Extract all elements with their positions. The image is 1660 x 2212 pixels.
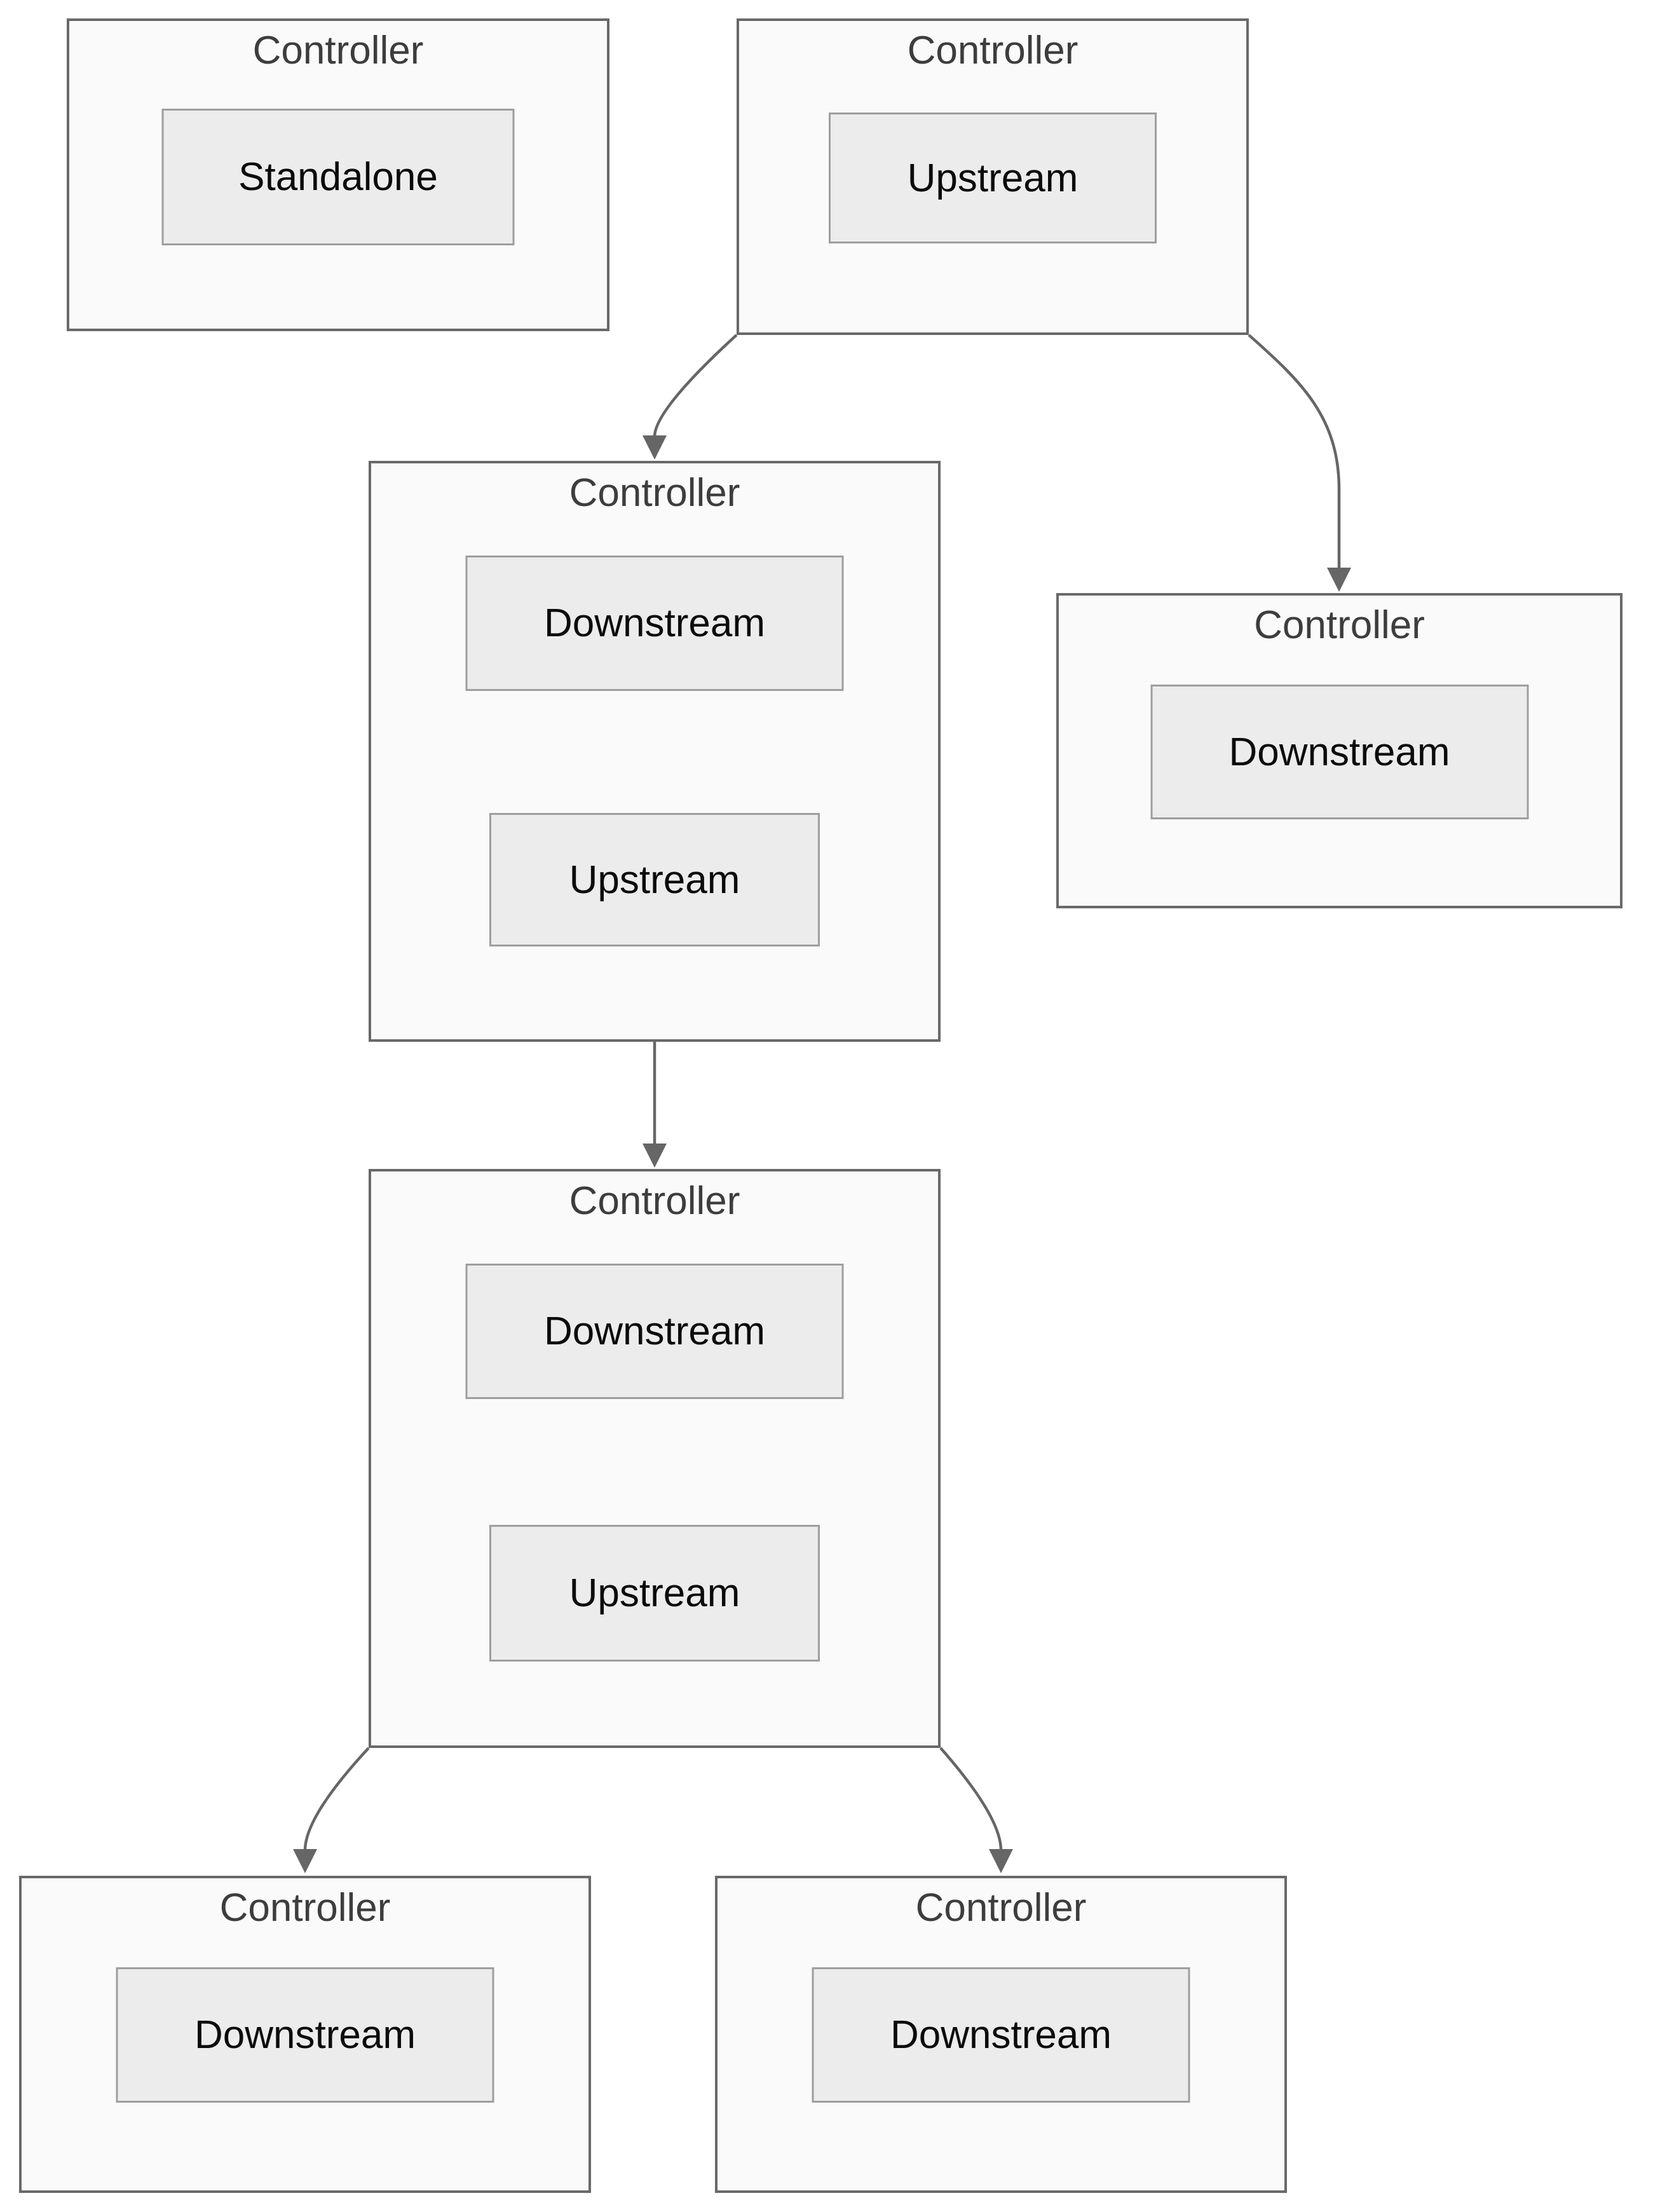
module-box-upstream: Upstream — [829, 113, 1157, 243]
controller-title: Controller — [915, 1886, 1087, 1930]
controller-title: Controller — [219, 1886, 391, 1930]
controller-box-root-upstream: Controller Upstream — [737, 18, 1249, 335]
controller-box-right-leaf: Controller Downstream — [1056, 593, 1623, 908]
arrowhead-down-icon — [643, 435, 667, 460]
module-label: Downstream — [544, 1309, 765, 1353]
module-label: Downstream — [1228, 730, 1450, 774]
edge-root-upstream-to-mid-upper — [643, 334, 738, 460]
module-label: Downstream — [890, 2013, 1112, 2057]
edge-root-upstream-to-right-leaf — [1248, 334, 1351, 592]
arrowhead-down-icon — [293, 1849, 317, 1873]
arrowhead-down-icon — [1327, 568, 1351, 592]
arrowhead-down-icon — [643, 1144, 667, 1168]
controller-title: Controller — [252, 29, 424, 72]
module-box-downstream: Downstream — [1150, 685, 1528, 819]
module-box-upstream: Upstream — [489, 1525, 820, 1662]
module-box-upstream: Upstream — [489, 813, 820, 946]
controller-title: Controller — [907, 29, 1078, 72]
module-label: Upstream — [569, 857, 740, 902]
module-label: Upstream — [907, 156, 1078, 200]
module-box-standalone: Standalone — [161, 109, 515, 245]
edge-mid-lower-to-bottom-right — [939, 1747, 1013, 1873]
arrowhead-down-icon — [989, 1849, 1013, 1873]
controller-box-standalone: Controller Standalone — [67, 18, 609, 331]
controller-box-mid-upper: Controller Downstream Upstream — [369, 461, 941, 1042]
edge-mid-upper-to-mid-lower — [643, 1042, 667, 1168]
module-box-downstream: Downstream — [116, 1967, 494, 2103]
module-label: Downstream — [194, 2013, 416, 2057]
controller-box-bottom-left: Controller Downstream — [19, 1876, 591, 2193]
controller-title: Controller — [569, 1179, 740, 1223]
module-label: Upstream — [569, 1571, 740, 1615]
controller-box-bottom-right: Controller Downstream — [715, 1876, 1287, 2193]
controller-box-mid-lower: Controller Downstream Upstream — [369, 1169, 941, 1748]
module-label: Downstream — [544, 601, 765, 645]
module-label: Standalone — [238, 155, 438, 199]
module-box-downstream: Downstream — [465, 1264, 844, 1399]
controller-title: Controller — [569, 471, 740, 515]
edge-mid-lower-to-bottom-left — [293, 1747, 370, 1873]
module-box-downstream: Downstream — [812, 1967, 1190, 2103]
module-box-downstream: Downstream — [465, 556, 844, 691]
controller-title: Controller — [1254, 603, 1425, 647]
